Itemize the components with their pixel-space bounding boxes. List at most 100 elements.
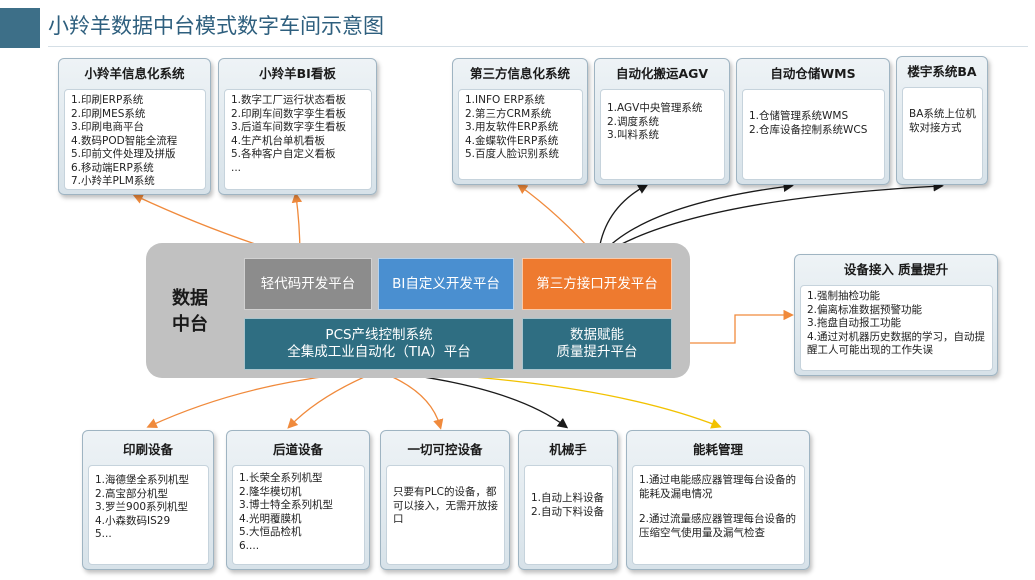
panel-printing-equipment: 印刷设备 1.海德堡全系列机型 2.高宝部分机型 3.罗兰900系列机型 4.小… [82,430,214,570]
list-item: 1.长荣全系列机型 [239,472,323,484]
panel-body: 1.印刷ERP系统 2.印刷MES系统 3.印刷电商平台 4.数码POD智能全流… [64,89,206,190]
panel-bi-board: 小羚羊BI看板 1.数字工厂运行状态看板 2.印刷车间数字孪生看板 3.后道车间… [218,58,377,195]
panel-postpress-equipment: 后道设备 1.长荣全系列机型 2.隆华模切机 3.博士特全系列机型 4.光明覆膜… [226,430,370,570]
list-item: 2.印刷车间数字孪生看板 [231,107,347,120]
hub-label: 数据 中台 [160,286,220,338]
panel-title: 小羚羊BI看板 [259,66,336,81]
list-item: 5.百度人脸识别系统 [465,148,560,160]
list-item: 只要有PLC的设备，都可以接入，无需开放接口 [393,486,498,525]
panel-ba: 楼宇系统BA BA系统上位机 软对接方式 [896,56,988,185]
list-item: 3.罗兰900系列机型 [95,501,189,513]
arrow-to-plc-devices [377,370,444,430]
panel-title: 印刷设备 [122,442,173,457]
panel-robot-arm: 机械手 1.自动上料设备 2.自动下料设备 [518,430,618,570]
panel-body: 只要有PLC的设备，都可以接入，无需开放接口 [386,465,505,565]
list-item: 5.大恒品检机 [239,526,302,538]
list-item: 1.印刷ERP系统 [71,94,144,106]
list-item: 2.偏离标准数据预警功能 [807,303,923,316]
panel-device-quality: 设备接入 质量提升 1.强制抽检功能 2.偏离标准数据预警功能 3.拖盘自动报工… [794,254,998,376]
list-item: 1.INFO ERP系统 [465,94,545,106]
list-item: 1.仓储管理系统WMS [749,110,849,122]
list-item: 6.... [239,539,260,552]
list-item: 2.印刷MES系统 [71,107,146,120]
list-item: 1.自动上料设备 [531,492,605,504]
panel-body: 1.仓储管理系统WMS 2.仓库设备控制系统WCS [742,89,885,180]
hub-label-line1: 数据 [172,288,208,309]
list-item: 2.隆华模切机 [239,485,302,498]
list-item: 3.后道车间数字孪生看板 [231,121,347,133]
panel-body: 1.长荣全系列机型 2.隆华模切机 3.博士特全系列机型 4.光明覆膜机 5.大… [232,465,365,565]
third-party-api-platform: 第三方接口开发平台 [522,258,672,310]
list-item: 3.印刷电商平台 [71,121,145,133]
low-code-platform: 轻代码开发平台 [244,258,372,310]
list-item: 4.数码POD智能全流程 [71,134,178,147]
panel-title: 小羚羊信息化系统 [84,66,185,81]
panel-body: 1.数字工厂运行状态看板 2.印刷车间数字孪生看板 3.后道车间数字孪生看板 4… [224,89,372,190]
pcs-tia-platform: PCS产线控制系统 全集成工业自动化（TIA）平台 [244,318,514,370]
panel-title: 第三方信息化系统 [469,66,570,81]
pcs-line2: 全集成工业自动化（TIA）平台 [287,344,471,360]
bi-custom-platform: BI自定义开发平台 [378,258,514,310]
list-item: 2.调度系统 [607,115,660,128]
quality-line2: 质量提升平台 [556,344,638,360]
panel-title: 楼宇系统BA [907,64,977,79]
panel-title: 机械手 [549,442,587,457]
list-item: 软对接方式 [909,121,962,134]
list-item: 1.数字工厂运行状态看板 [231,94,347,106]
list-item: 2.通过流量感应器管理每台设备的压缩空气使用量及漏气检查 [639,513,797,539]
panel-energy: 能耗管理 1.通过电能感应器管理每台设备的能耗及漏电情况 2.通过流量感应器管理… [626,430,810,570]
panel-body: 1.INFO ERP系统 2.第三方CRM系统 3.用友软件ERP系统 4.金蝶… [458,89,583,180]
panel-wms: 自动仓储WMS 1.仓储管理系统WMS 2.仓库设备控制系统WCS [736,58,890,185]
arrow-to-robot-arm [377,370,569,429]
panel-agv: 自动化搬运AGV 1.AGV中央管理系统 2.调度系统 3.叫料系统 [594,58,730,185]
quality-line1: 数据赋能 [570,327,624,343]
spacer [639,501,798,513]
panel-body: BA系统上位机 软对接方式 [902,87,983,180]
list-item: 3.拖盘自动报工功能 [807,317,902,329]
list-item: 7.小羚羊PLM系统 [71,175,155,187]
list-item: BA系统上位机 [909,108,976,120]
panel-title: 能耗管理 [692,442,743,457]
quality-platform: 数据赋能 质量提升平台 [522,318,672,370]
panel-body: 1.AGV中央管理系统 2.调度系统 3.叫料系统 [600,89,725,180]
title-divider [48,46,1028,47]
list-item: 2.自动下料设备 [531,505,605,518]
list-item: ... [231,161,242,174]
list-item: 2.高宝部分机型 [95,487,169,500]
panel-title: 设备接入 质量提升 [843,262,949,277]
panel-body: 1.通过电能感应器管理每台设备的能耗及漏电情况 2.通过流量感应器管理每台设备的… [632,465,805,565]
list-item: 4.小森数码IS29 [95,514,171,527]
arrow-to-quality-panel [672,309,794,344]
panel-body: 1.自动上料设备 2.自动下料设备 [524,465,613,565]
list-item: 1.强制抽检功能 [807,290,881,302]
panel-body: 1.海德堡全系列机型 2.高宝部分机型 3.罗兰900系列机型 4.小森数码IS… [88,465,209,565]
page-title: 小羚羊数据中台模式数字车间示意图 [48,14,384,38]
pcs-line1: PCS产线控制系统 [325,327,433,343]
panel-title: 自动仓储WMS [770,66,856,81]
panel-body: 1.强制抽检功能 2.偏离标准数据预警功能 3.拖盘自动报工功能 4.通过对机器… [800,285,993,371]
list-item: 5.印前文件处理及拼版 [71,148,176,160]
list-item: 5.各种客户自定义看板 [231,148,336,160]
list-item: 4.金蝶软件ERP系统 [465,134,559,147]
title-accent-block [0,8,40,48]
arrow-to-printing-equipment [146,370,379,429]
list-item: 1.通过电能感应器管理每台设备的能耗及漏电情况 [639,474,797,500]
list-item: 4.通过对机器历史数据的学习，自动提醒工人可能出现的工作失误 [807,330,986,357]
arrow-to-energy [377,370,722,429]
panel-title: 自动化搬运AGV [615,66,709,81]
panel-title: 后道设备 [272,442,323,457]
list-item: 2.第三方CRM系统 [465,107,552,120]
list-item: 3.用友软件ERP系统 [465,121,559,133]
list-item: 1.海德堡全系列机型 [95,474,190,486]
list-item: 3.博士特全系列机型 [239,499,334,511]
list-item: 2.仓库设备控制系统WCS [749,123,868,136]
list-item: 6.移动端ERP系统 [71,161,154,174]
list-item: 5... [95,528,112,540]
panel-info-system: 小羚羊信息化系统 1.印刷ERP系统 2.印刷MES系统 3.印刷电商平台 4.… [58,58,211,195]
panel-third-party-system: 第三方信息化系统 1.INFO ERP系统 2.第三方CRM系统 3.用友软件E… [452,58,588,185]
list-item: 4.光明覆膜机 [239,512,302,525]
panel-plc-devices: 一切可控设备 只要有PLC的设备，都可以接入，无需开放接口 [380,430,510,570]
panel-title: 一切可控设备 [407,442,483,457]
list-item: 1.AGV中央管理系统 [607,102,703,114]
list-item: 4.生产机台单机看板 [231,134,326,147]
